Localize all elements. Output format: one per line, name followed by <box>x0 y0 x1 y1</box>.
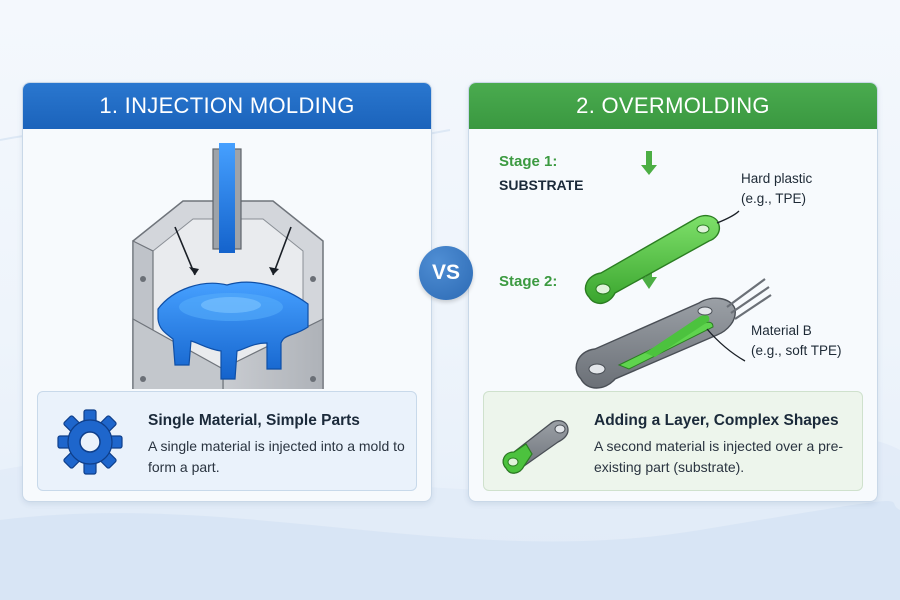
callout-hard-plastic: Hard plastic (e.g., TPE) <box>741 169 812 209</box>
injection-molding-title: 1. INJECTION MOLDING <box>23 83 431 129</box>
injection-info-box: Single Material, Simple Parts A single m… <box>37 391 417 491</box>
vs-badge: VS <box>419 246 473 300</box>
stage2-label: Stage 2: <box>499 273 558 290</box>
overmolding-info-box: Adding a Layer, Complex Shapes A second … <box>483 391 863 491</box>
injection-info-text: A single material is injected into a mol… <box>148 438 405 475</box>
overmolding-title: 2. OVERMOLDING <box>469 83 877 129</box>
callout-hard-line1: Hard plastic <box>741 171 813 186</box>
overmolding-info-text: A second material is injected over a pre… <box>594 438 844 475</box>
mold-icon <box>132 143 324 389</box>
stage1-sub: SUBSTRATE <box>499 177 584 193</box>
overmolding-illustration <box>575 151 772 389</box>
callout-b-line1: Material B <box>751 323 812 338</box>
part-icon <box>502 419 569 474</box>
callout-material-b: Material B (e.g., soft TPE) <box>751 321 842 361</box>
overmolding-info-title: Adding a Layer, Complex Shapes <box>594 412 839 429</box>
stage1-label: Stage 1: <box>499 153 558 170</box>
overmolding-panel: 2. OVERMOLDING Stage 1: SUBSTRATE Stage … <box>468 82 878 502</box>
down-arrow-icon <box>641 151 657 175</box>
injection-info-title: Single Material, Simple Parts <box>148 412 360 429</box>
callout-b-line2: (e.g., soft TPE) <box>751 343 842 358</box>
callout-hard-line2: (e.g., TPE) <box>741 191 807 206</box>
gear-icon <box>57 409 123 475</box>
injection-molding-panel: 1. INJECTION MOLDING <box>22 82 432 502</box>
